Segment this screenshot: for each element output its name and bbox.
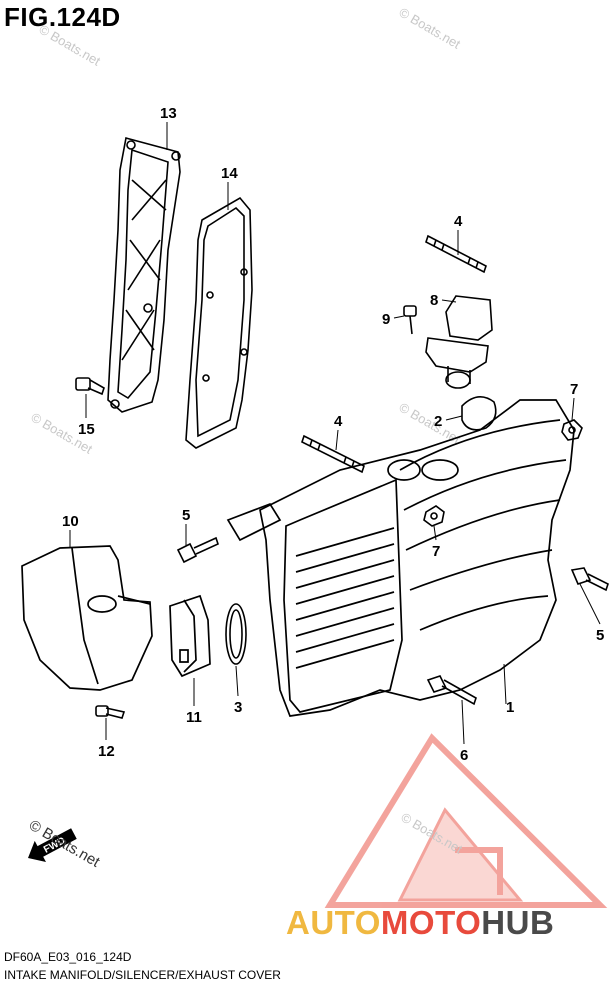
callout-4: 4 bbox=[334, 413, 343, 430]
callout-12: 12 bbox=[98, 743, 115, 760]
part-1-intake-manifold bbox=[228, 400, 574, 716]
figure-title: FIG.124D bbox=[4, 2, 121, 32]
callout-7: 7 bbox=[432, 543, 440, 560]
figure-description: INTAKE MANIFOLD/SILENCER/EXHAUST COVER bbox=[4, 968, 281, 982]
watermark-text: © Boats.net bbox=[37, 22, 104, 69]
callout-3: 3 bbox=[234, 699, 242, 716]
callout-labels: 13 14 4 8 9 7 2 15 4 10 5 7 5 1 11 3 12 … bbox=[62, 105, 604, 764]
watermark-text: © Boats.net bbox=[26, 817, 103, 871]
callout-7: 7 bbox=[570, 381, 578, 398]
part-10-silencer bbox=[22, 546, 152, 690]
watermark-text: © Boats.net bbox=[397, 5, 464, 52]
part-5-bolt-right bbox=[572, 568, 608, 590]
watermark-logo-triangle bbox=[324, 733, 608, 908]
part-11-silencer-ring bbox=[170, 596, 210, 676]
part-15-bolt bbox=[76, 378, 104, 394]
part-7-nut-center bbox=[424, 506, 444, 526]
part-9-screw bbox=[404, 306, 416, 334]
logo-part-moto: MOTO bbox=[380, 904, 482, 941]
part-6-bolt bbox=[428, 676, 476, 704]
callout-2: 2 bbox=[434, 413, 442, 430]
callout-13: 13 bbox=[160, 105, 177, 122]
part-13-exhaust-cover bbox=[108, 138, 180, 412]
part-2-o-ring bbox=[462, 397, 496, 430]
part-12-bolt bbox=[96, 706, 124, 718]
part-5-bolt-left bbox=[178, 538, 218, 562]
callout-8: 8 bbox=[430, 292, 438, 309]
part-14-gasket bbox=[186, 198, 252, 448]
callout-5: 5 bbox=[596, 627, 604, 644]
callout-6: 6 bbox=[460, 747, 468, 764]
part-7-nut-right bbox=[562, 420, 582, 440]
part-3-seal bbox=[226, 604, 246, 664]
logo-part-hub: HUB bbox=[481, 904, 555, 941]
callout-14: 14 bbox=[221, 165, 238, 182]
logo-part-auto: AUTO bbox=[286, 904, 381, 941]
figure-code: DF60A_E03_016_124D bbox=[4, 950, 132, 964]
part-8-sensor bbox=[426, 296, 492, 388]
callout-9: 9 bbox=[382, 311, 390, 328]
part-4-stud-upper bbox=[426, 236, 486, 272]
callout-15: 15 bbox=[78, 421, 95, 438]
callout-10: 10 bbox=[62, 513, 79, 530]
callout-5: 5 bbox=[182, 507, 190, 524]
leader-lines bbox=[69, 122, 601, 745]
callout-11: 11 bbox=[186, 709, 202, 726]
autmotohub-logo: AUTOMOTOHUB bbox=[286, 904, 554, 942]
callout-1: 1 bbox=[506, 699, 514, 716]
callout-4: 4 bbox=[454, 213, 463, 230]
part-4-stud-lower bbox=[302, 436, 364, 472]
